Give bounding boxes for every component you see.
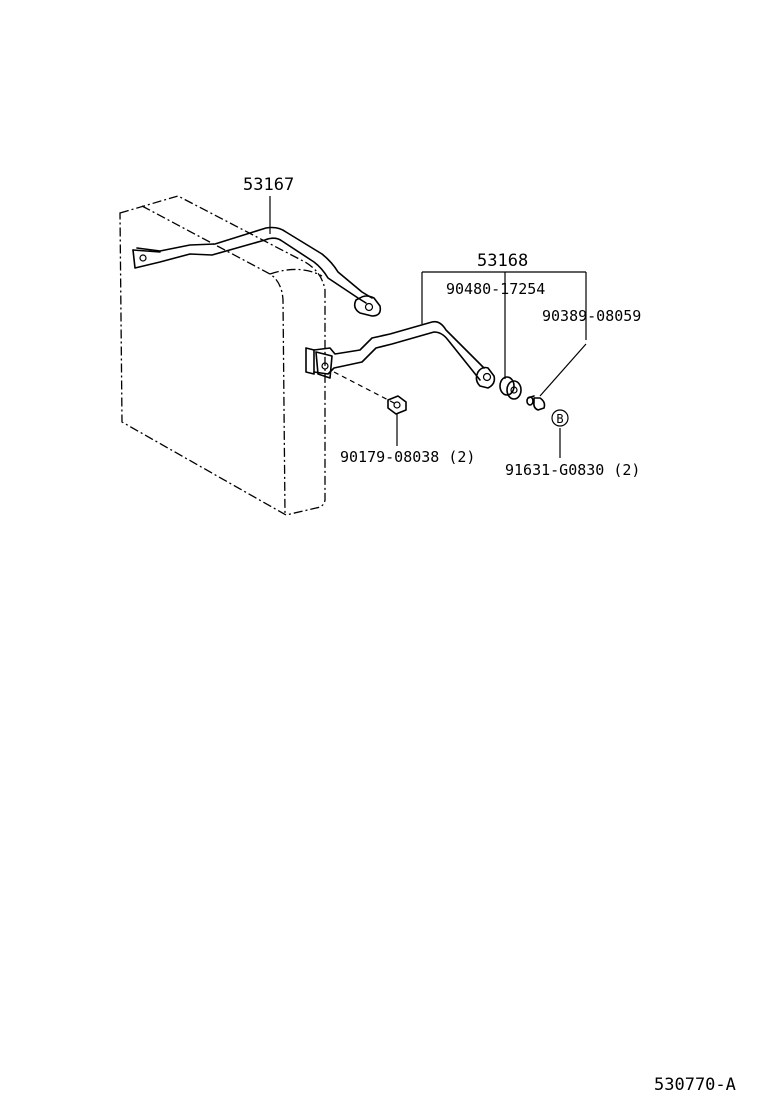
label-90389-08059: 90389-08059	[542, 307, 641, 325]
figure-id: 530770-A	[654, 1075, 736, 1095]
label-53168: 53168	[477, 251, 528, 271]
label-90480-17254: 90480-17254	[446, 280, 545, 298]
phantom-panel-outline	[119, 195, 326, 516]
nut-icon	[387, 395, 407, 415]
bracket-53167	[132, 226, 382, 317]
label-90179-08038: 90179-08038 (2)	[340, 448, 475, 466]
bolt-icon	[526, 395, 546, 411]
b-marker: B	[551, 409, 569, 427]
fastener-path-line	[333, 371, 397, 405]
b-marker-label: B	[556, 412, 563, 426]
label-53167: 53167	[243, 175, 294, 195]
leader-lines	[269, 196, 587, 458]
collar-icon	[499, 376, 522, 400]
label-91631-G0830: 91631-G0830 (2)	[505, 461, 640, 479]
bracket-53168	[305, 320, 496, 389]
